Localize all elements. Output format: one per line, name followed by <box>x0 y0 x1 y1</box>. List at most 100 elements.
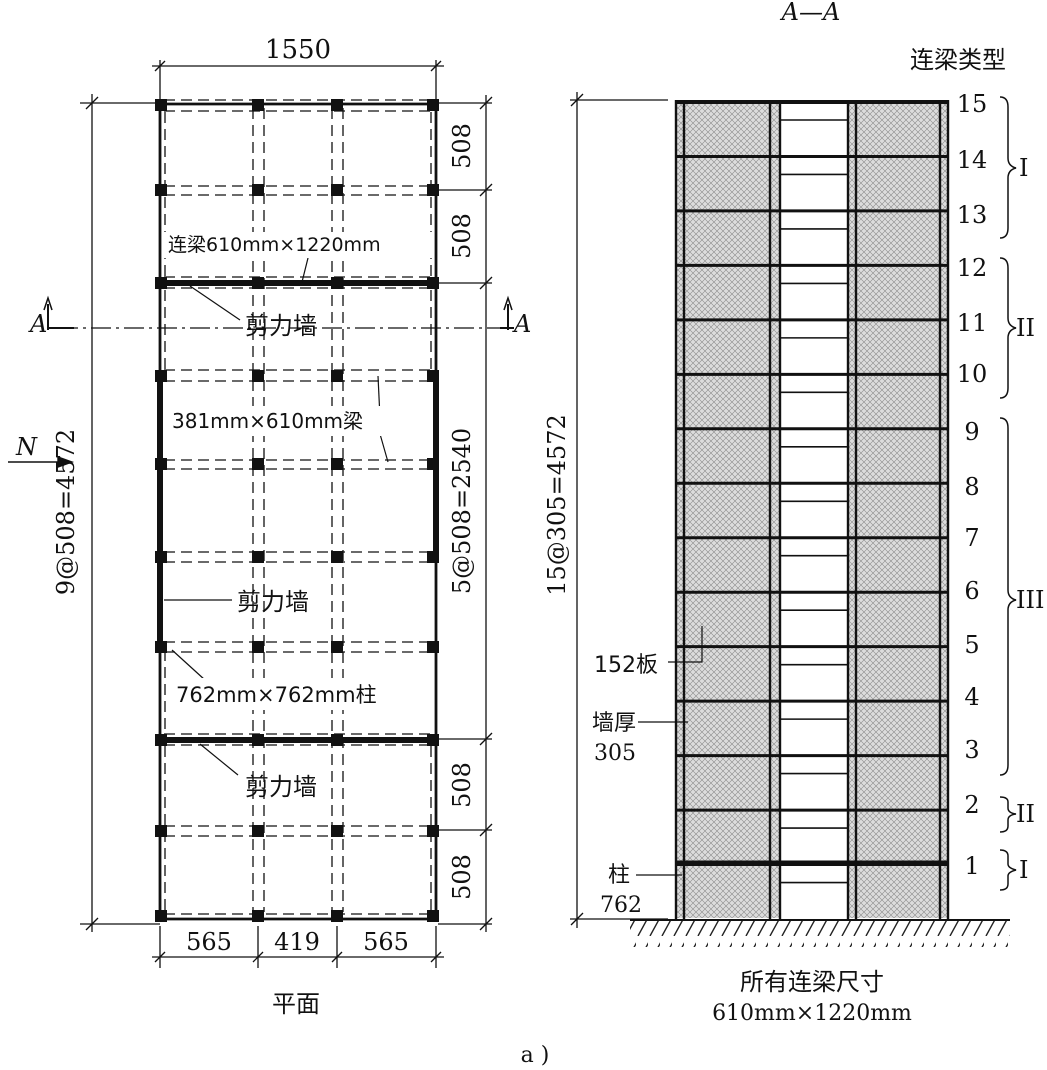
elevation-leaders <box>636 626 703 876</box>
plan-column <box>155 551 167 563</box>
plan-column <box>427 184 439 196</box>
plan-column <box>155 277 167 289</box>
plan-column <box>252 458 264 470</box>
plan-left-dimension <box>80 94 160 932</box>
plan-caption: 平面 <box>272 990 320 1018</box>
elevation-view: A—A 连梁类型 15@305=4572 <box>543 0 1044 1026</box>
coupling-beam-label-bg <box>164 232 432 258</box>
plan-column <box>252 551 264 563</box>
coupling-beam-label: 连梁610mm×1220mm <box>168 234 381 256</box>
plan-bottom-dim-2: 419 <box>274 928 320 956</box>
plan-column <box>427 458 439 470</box>
plan-column <box>252 370 264 382</box>
plan-leaders <box>164 257 389 776</box>
floor-number: 1 <box>964 852 979 880</box>
plan-right-bay-3: 508 <box>448 762 476 808</box>
elevation-caption-1: 所有连梁尺寸 <box>740 968 884 996</box>
north-label: N <box>15 433 38 461</box>
plan-column <box>252 825 264 837</box>
coupling-groups <box>999 96 1017 891</box>
beam-label-bg <box>170 406 394 436</box>
plan-columns <box>155 99 439 922</box>
elevation-height-label: 15@305=4572 <box>543 414 571 596</box>
coupling-type-header: 连梁类型 <box>910 46 1006 74</box>
group-label-1: I <box>1019 154 1028 182</box>
plan-width-label: 1550 <box>265 35 331 65</box>
floor-number: 14 <box>957 146 988 174</box>
wall-thickness-value: 305 <box>594 741 636 766</box>
plan-column <box>155 184 167 196</box>
right-shear-wall <box>848 102 948 918</box>
floor-number: 4 <box>964 683 979 711</box>
plan-view: 1550 9@508=4572 508 508 5@ <box>8 35 531 1018</box>
figure-label: a ) <box>521 1043 550 1068</box>
plan-column <box>252 910 264 922</box>
floor-number: 9 <box>964 418 979 446</box>
floor-number: 15 <box>957 90 988 118</box>
section-title: A—A <box>780 0 841 26</box>
floor-number: 13 <box>957 201 988 229</box>
column-label: 762mm×762mm柱 <box>176 683 377 707</box>
plan-right-dimension <box>438 95 493 932</box>
plan-right-bay-2: 508 <box>448 213 476 259</box>
plan-column <box>427 825 439 837</box>
plan-column <box>331 734 343 746</box>
plan-column <box>331 458 343 470</box>
elevation-columns <box>674 100 950 919</box>
plan-column <box>331 910 343 922</box>
elevation-floors <box>676 100 948 884</box>
floor-number: 7 <box>964 524 979 552</box>
plan-column <box>331 825 343 837</box>
elevation-height-dimension <box>570 92 668 928</box>
floor-numbers: 15 14 13 12 11 10 9 8 7 6 5 4 3 2 1 <box>957 90 988 880</box>
floor-number: 6 <box>964 577 979 605</box>
plan-column <box>252 277 264 289</box>
floor-number: 3 <box>964 736 979 764</box>
group-label-5: I <box>1019 856 1028 884</box>
plan-column <box>427 641 439 653</box>
floor-number: 12 <box>957 254 988 282</box>
plan-column <box>427 910 439 922</box>
section-mark-right: A <box>512 310 531 338</box>
plan-column <box>331 277 343 289</box>
plan-right-bay-4: 508 <box>448 854 476 900</box>
shear-wall-label-2: 剪力墙 <box>237 588 309 616</box>
plan-bottom-dim-3: 565 <box>363 928 409 956</box>
floor-number: 8 <box>964 473 979 501</box>
group-label-3: III <box>1016 586 1044 614</box>
slab-label: 152板 <box>594 653 658 678</box>
floor-number: 2 <box>964 791 979 819</box>
section-mark-left: A <box>28 310 47 338</box>
plan-column <box>155 99 167 111</box>
plan-column <box>252 641 264 653</box>
plan-column <box>427 551 439 563</box>
column-label-bg <box>174 678 430 710</box>
floor-number: 5 <box>964 631 979 659</box>
plan-column <box>427 370 439 382</box>
plan-column <box>155 641 167 653</box>
plan-column <box>155 370 167 382</box>
shear-wall-label-1: 剪力墙 <box>245 312 317 340</box>
plan-column <box>331 641 343 653</box>
floor-number: 10 <box>957 360 988 388</box>
plan-right-middle: 5@508=2540 <box>448 428 476 594</box>
ground-hatch <box>630 921 1010 947</box>
plan-column <box>252 184 264 196</box>
plan-column <box>427 277 439 289</box>
plan-section-line <box>43 295 514 330</box>
plan-column <box>155 734 167 746</box>
plan-height-label: 9@508=4572 <box>52 429 80 595</box>
plan-column <box>427 734 439 746</box>
plan-column <box>252 734 264 746</box>
floor-number: 11 <box>957 309 988 337</box>
group-label-2: II <box>1016 314 1035 342</box>
plan-bottom-dimension <box>152 926 444 968</box>
wall-thickness-label: 墙厚 <box>592 711 636 736</box>
plan-column <box>252 99 264 111</box>
plan-right-bay-1: 508 <box>448 123 476 169</box>
plan-column <box>155 825 167 837</box>
column-size-value: 762 <box>600 893 642 918</box>
plan-column <box>331 99 343 111</box>
plan-column <box>155 910 167 922</box>
